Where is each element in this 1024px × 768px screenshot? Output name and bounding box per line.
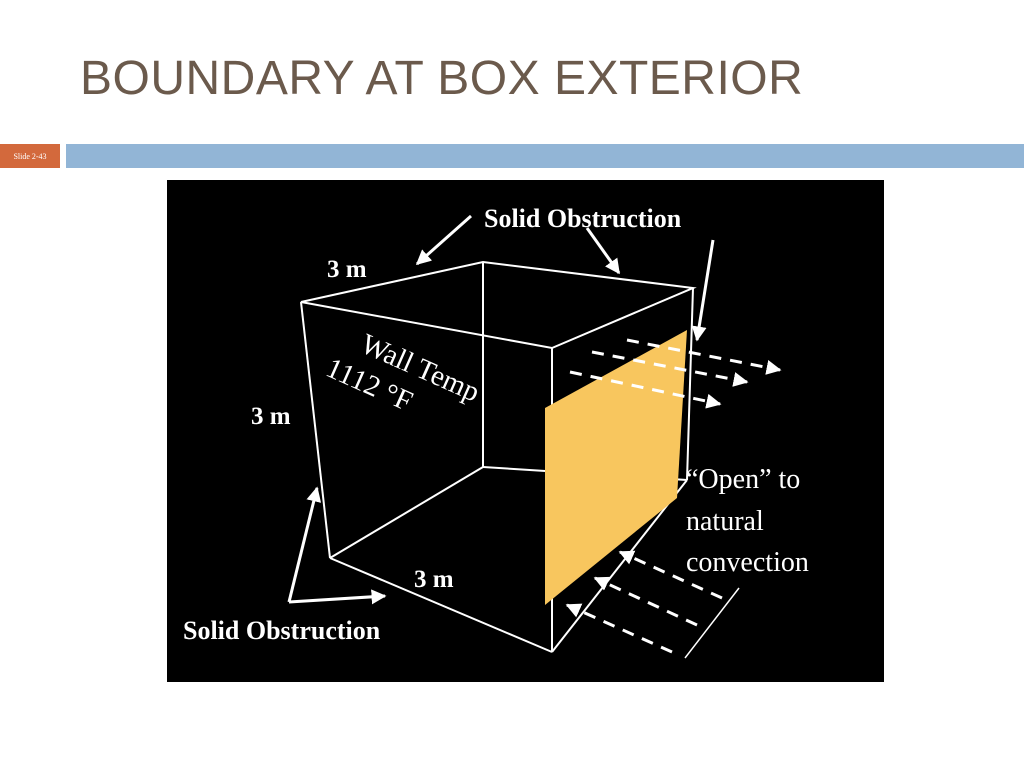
label-dimension-left: 3 m	[251, 403, 291, 430]
label-dimension-bottom: 3 m	[414, 566, 454, 593]
arrow-to-top-right	[585, 227, 621, 275]
inflow-arrow-2	[593, 576, 698, 627]
box-boundary-diagram: Solid Obstruction 3 m 3 m 3 m Solid Obst…	[167, 180, 884, 682]
inflow-arrows	[565, 550, 723, 654]
label-solid-obstruction-top: Solid Obstruction	[484, 204, 682, 233]
outflow-arrow-1	[626, 338, 782, 375]
title-underline-bar	[66, 144, 1024, 168]
arrow-to-side-face	[691, 239, 715, 342]
outflow-arrow-2	[591, 350, 749, 387]
slide-title: BOUNDARY AT BOX EXTERIOR	[80, 52, 804, 105]
obstruction-arrows	[287, 214, 715, 605]
front-left-vertical-edge	[300, 301, 331, 559]
arrow-to-top-left	[415, 214, 472, 266]
diagram-canvas: Solid Obstruction 3 m 3 m 3 m Solid Obst…	[183, 204, 809, 659]
front-floor-edge	[329, 557, 553, 653]
inflow-arrow-3	[565, 603, 673, 654]
label-open-line-2: natural	[686, 506, 764, 537]
slide-number-badge: Slide 2-43	[0, 144, 60, 168]
arrow-to-left-wall	[287, 486, 322, 603]
open-face-panel	[545, 330, 687, 605]
arrow-to-floor	[288, 589, 387, 605]
inflow-guide-line	[684, 587, 740, 659]
outflow-arrows	[569, 338, 782, 409]
label-open-line-1: “Open” to	[686, 464, 800, 495]
inflow-arrow-1	[618, 550, 723, 600]
back-right-vertical-edge	[686, 287, 694, 481]
wall-temp-annotation: Wall Temp 1112 °F	[321, 328, 484, 418]
label-dimension-top: 3 m	[327, 256, 367, 283]
label-open-line-3: convection	[686, 547, 809, 578]
right-floor-edge	[551, 479, 688, 653]
back-left-floor-edge	[329, 466, 484, 559]
label-solid-obstruction-bottom: Solid Obstruction	[183, 616, 381, 645]
outflow-arrow-3	[569, 370, 722, 409]
